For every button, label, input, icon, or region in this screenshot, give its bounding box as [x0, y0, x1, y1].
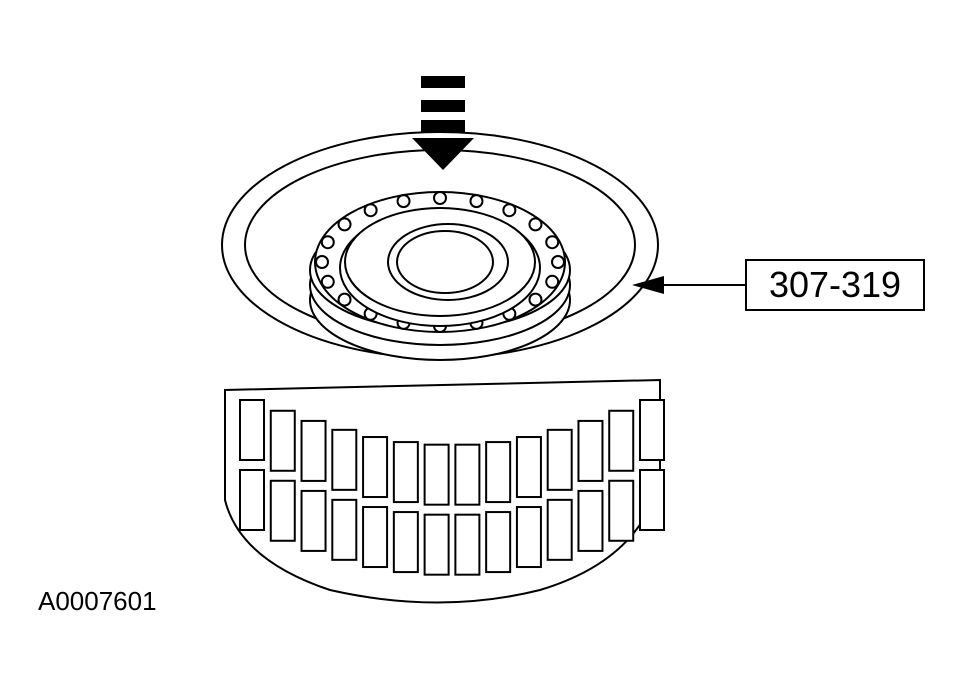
spline-tooth — [331, 428, 358, 491]
plate-notch — [502, 203, 517, 218]
spline-tooth — [300, 489, 327, 552]
down-arrow-icon — [412, 76, 474, 170]
spline-tooth — [423, 513, 450, 576]
spline-tooth — [608, 409, 635, 472]
plate-notch — [545, 274, 560, 289]
spline-tooth — [485, 441, 512, 504]
plate-notch — [528, 292, 543, 307]
plate-notch — [315, 255, 329, 269]
spline-tooth — [331, 498, 358, 561]
figure-id: A0007601 — [38, 586, 157, 616]
spline-tooth — [546, 428, 573, 491]
drum-splines — [239, 399, 665, 576]
spline-tooth — [300, 419, 327, 482]
spline-tooth — [239, 469, 265, 531]
plate-notch — [363, 203, 378, 218]
spline-tooth — [392, 441, 419, 504]
plate-notch — [396, 194, 411, 209]
spline-tooth — [485, 511, 512, 574]
spline-tooth — [639, 399, 665, 461]
spline-tooth — [515, 506, 542, 569]
hub — [339, 207, 541, 327]
spline-tooth — [577, 489, 604, 552]
tool-number-label: 307-319 — [745, 259, 925, 311]
plate-notch — [433, 191, 447, 205]
spline-tooth — [577, 419, 604, 482]
left-arrow-icon — [632, 276, 745, 294]
spline-tooth — [362, 436, 389, 499]
spline-tooth — [392, 511, 419, 574]
plate-notch — [337, 217, 352, 232]
spline-tooth — [239, 399, 265, 461]
spline-tooth — [608, 479, 635, 542]
plate-notch — [528, 217, 543, 232]
plate-notch — [551, 255, 565, 269]
plate-notch — [320, 274, 335, 289]
spline-tooth — [546, 498, 573, 561]
spline-tooth — [269, 409, 296, 472]
spline-tooth — [454, 513, 481, 576]
spline-tooth — [423, 443, 450, 506]
spline-tooth — [362, 506, 389, 569]
spline-tooth — [454, 443, 481, 506]
plate-notch — [337, 292, 352, 307]
spline-tooth — [639, 469, 665, 531]
spline-tooth — [269, 479, 296, 542]
spline-tooth — [515, 436, 542, 499]
plate-notch — [469, 194, 484, 209]
plate-notch — [320, 235, 335, 250]
plate-notch — [545, 235, 560, 250]
